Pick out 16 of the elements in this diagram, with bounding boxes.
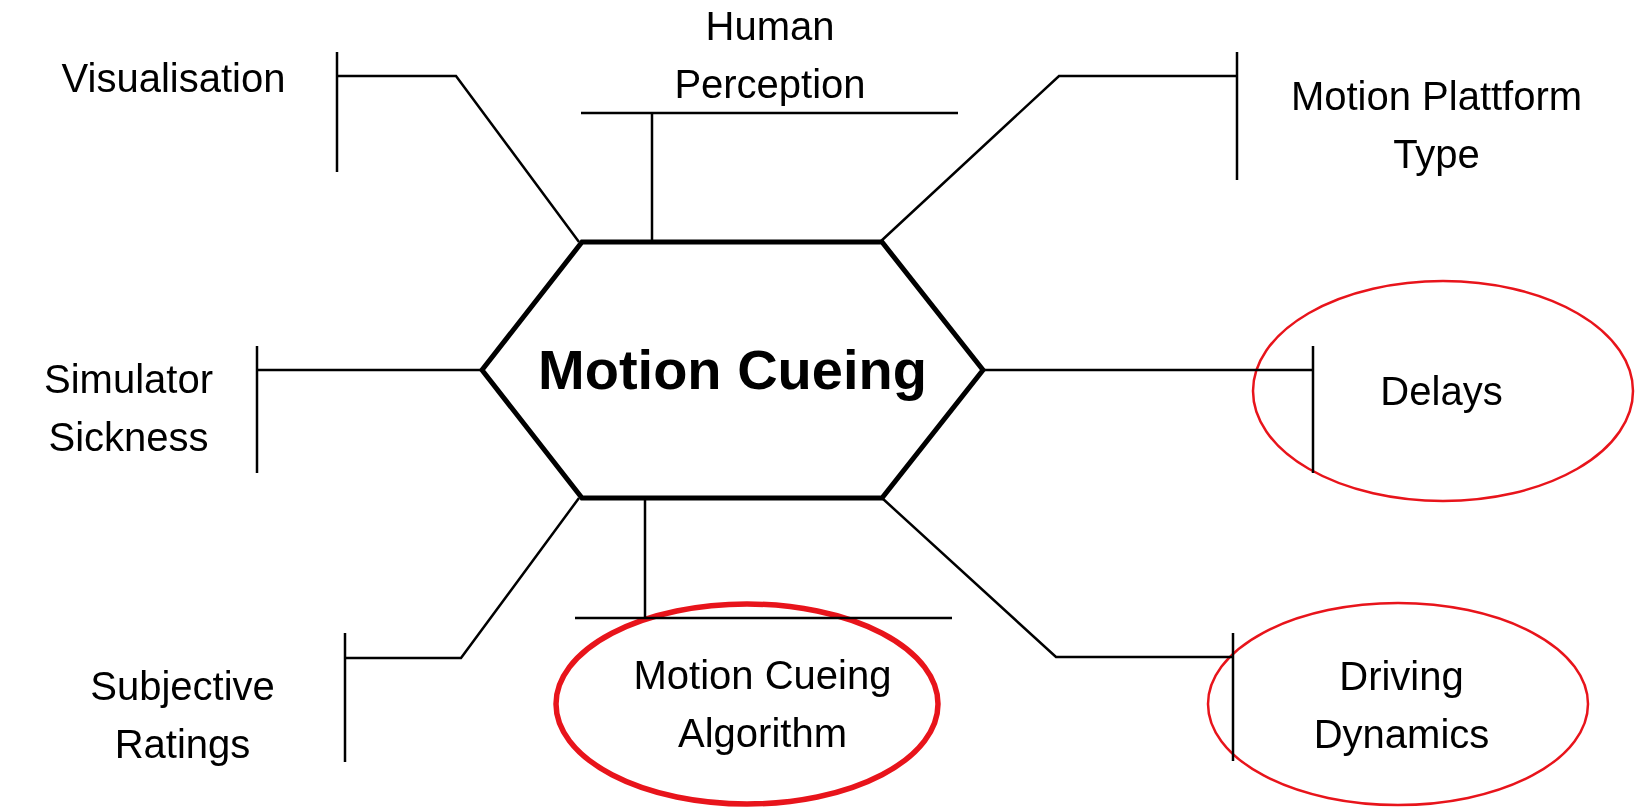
node-label: Motion Plattform Type (1289, 73, 1584, 178)
node-label: Subjective Ratings (89, 663, 276, 768)
node-label: Human Perception (673, 3, 867, 108)
node-label: Visualisation (61, 55, 286, 102)
node-title: Motion Cueing (538, 337, 927, 404)
bar-end-line (879, 50, 1239, 243)
bar-end-line (255, 344, 482, 475)
bar-end-line (335, 50, 580, 243)
node-label: Simulator Sickness (43, 355, 214, 461)
node-label: Driving Dynamics (1312, 653, 1491, 758)
node-label: Motion Cueing Algorithm (632, 652, 893, 757)
bar-end-line (881, 497, 1235, 763)
node-label: Delays (1380, 368, 1503, 415)
bar-end-line (579, 111, 960, 242)
bar-end-line (983, 344, 1315, 475)
bar-end-line (343, 497, 580, 764)
